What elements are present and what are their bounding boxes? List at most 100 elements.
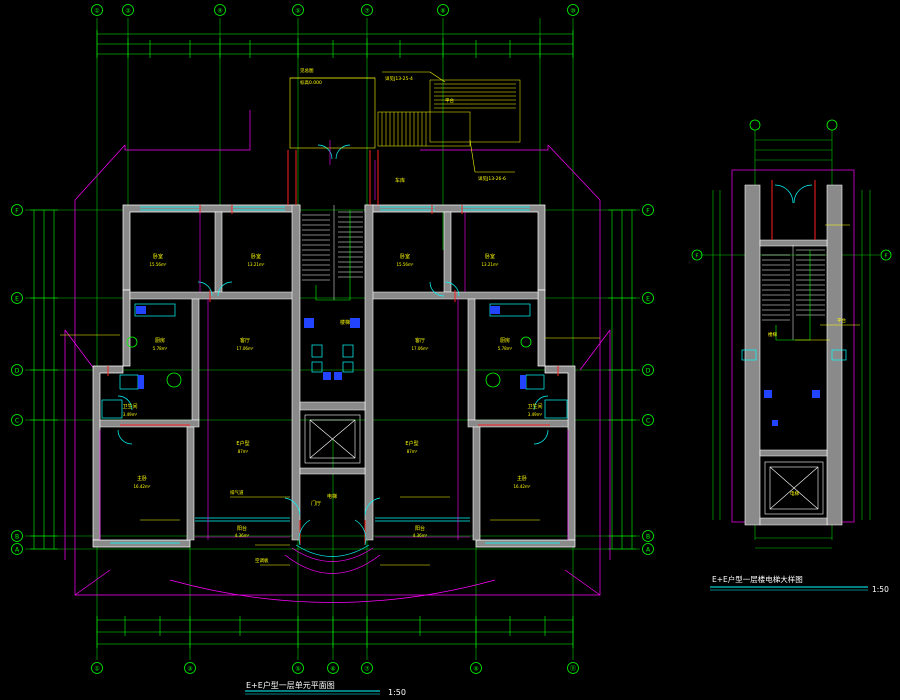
roof-outline — [64, 110, 611, 596]
detail-scale: 1:50 — [872, 585, 889, 594]
detail-side-bubbles — [691, 249, 892, 261]
room-right-bath-name: 卫生间 — [527, 403, 542, 410]
room-right-bath-area: 3.49m² — [528, 412, 543, 417]
left-axis-f: F — [15, 208, 19, 215]
detail-red-lines — [771, 180, 816, 240]
detail-note-elevator: 电梯 — [790, 490, 799, 497]
core-stair-label: 楼梯 — [340, 319, 350, 326]
bottom-axis-2: ③ — [187, 666, 192, 673]
detail-note-stair: 楼梯 — [768, 331, 777, 338]
right-axis-d: D — [646, 368, 651, 375]
core-room-label: 车库 — [395, 177, 405, 184]
blue-fixtures — [136, 306, 526, 389]
left-axis-a: A — [15, 547, 20, 554]
bottom-axis-7: ⑪ — [570, 665, 576, 673]
detail-walls — [744, 184, 843, 526]
room-left-living-name: 客厅 — [240, 337, 250, 344]
right-axis-bubbles — [642, 204, 654, 555]
detail-notes: 平台 电梯 楼梯 — [768, 317, 846, 497]
right-axis-e: E — [646, 296, 650, 303]
detail-stair-treads — [762, 245, 825, 340]
red-partitions — [107, 150, 559, 545]
magenta-lines — [99, 140, 569, 540]
entrance-cyan — [295, 544, 370, 557]
room-right-bedroom2-name: 卧室 — [485, 253, 495, 260]
fixtures — [101, 303, 568, 419]
detail-door-swings — [741, 184, 847, 361]
top-axis-4: ⑤ — [295, 8, 300, 15]
main-stair-treads — [302, 205, 363, 300]
detail-axis-left: F — [695, 254, 698, 260]
detail-title: E+E户型一层楼电梯大样图 — [712, 574, 803, 584]
left-axis-labels: F E D C B A — [15, 208, 20, 554]
stair-elevator-detail-plan: F F — [691, 119, 892, 594]
right-axis-f: F — [646, 208, 650, 215]
room-left-bath-area: 3.49m² — [123, 412, 138, 417]
top-axis-5: ⑦ — [364, 8, 370, 15]
main-floor-plan: ① ② ④ ⑤ ⑦ ⑧ ⑩ ① ③ ⑤ ⑥ ⑦ ⑨ ⑪ F — [11, 4, 654, 697]
left-axis-d: D — [15, 368, 20, 375]
bottom-axis-6: ⑨ — [473, 666, 478, 673]
room-right-bedroom1-name: 卧室 — [400, 253, 410, 260]
note-detail-b: 详见J13-26-6 — [478, 175, 506, 182]
room-labels-right: 卧室 15.56m² 卧室 13.21m² 厨房 5.78m² 客厅 17.06… — [397, 253, 543, 538]
top-axis-1: ① — [94, 8, 99, 15]
left-axis-e: E — [15, 296, 19, 303]
detail-elevator — [764, 461, 824, 515]
right-axis-a: A — [646, 547, 651, 554]
left-axis-b: B — [15, 534, 19, 541]
room-left-balcony-name: 阳台 — [237, 525, 247, 532]
detail-stair-arrow — [775, 250, 811, 341]
top-dimension-ticks — [96, 30, 574, 58]
room-right-master-name: 主卧 — [517, 475, 527, 482]
room-left-balcony-area: 4.36m² — [235, 533, 250, 538]
right-axis-labels: F E D C B A — [646, 208, 651, 554]
room-labels-left: 卧室 15.56m² 卧室 13.21m² 厨房 5.78m² 客厅 17.06… — [122, 253, 264, 538]
room-right-living-area: 17.06m² — [412, 346, 429, 351]
core-elevator-label: 电梯 — [327, 493, 337, 500]
right-dimension-lines — [608, 209, 636, 550]
top-axis-3: ④ — [217, 8, 222, 15]
note-detail-a: 详见J13-25-4 — [385, 75, 413, 82]
elevator-shaft — [304, 414, 361, 464]
bottom-axis-bubbles — [91, 662, 579, 674]
note-exhaust: 排气道 — [230, 489, 244, 496]
core-labels: 楼梯 电梯 门厅 车库 — [311, 177, 405, 507]
detail-title-block: E+E户型一层楼电梯大样图 1:50 — [710, 574, 889, 594]
room-right-kitchen-area: 5.78m² — [498, 346, 513, 351]
room-left-unit-area: 87m² — [238, 449, 249, 454]
main-scale: 1:50 — [388, 688, 406, 697]
top-axis-labels: ① ② ④ ⑤ ⑦ ⑧ ⑩ — [94, 8, 575, 15]
room-left-unit-name: E户型 — [236, 440, 249, 447]
note-see-site-plan: 见总图 — [300, 67, 314, 74]
room-left-bedroom2-area: 13.21m² — [248, 262, 265, 267]
room-right-bedroom2-area: 13.21m² — [482, 262, 499, 267]
detail-blue-fixtures — [764, 390, 820, 426]
room-right-balcony-name: 阳台 — [415, 525, 425, 532]
left-axis-c: C — [15, 418, 19, 425]
exterior-walls — [92, 204, 576, 548]
room-right-unit-name: E户型 — [405, 440, 418, 447]
bottom-axis-labels: ① ③ ⑤ ⑥ ⑦ ⑨ ⑪ — [94, 665, 576, 673]
stair-arrow — [315, 210, 351, 301]
detail-leaders — [795, 224, 860, 341]
room-right-unit-area: 87m² — [407, 449, 418, 454]
right-axis-b: B — [646, 534, 650, 541]
core-hall-label: 门厅 — [311, 500, 321, 507]
room-left-master-name: 主卧 — [137, 475, 147, 482]
detail-note-platform: 平台 — [837, 317, 846, 324]
door-swings — [117, 144, 549, 546]
room-right-bedroom1-area: 15.56m² — [397, 262, 414, 267]
main-title-block: E+E户型一层单元平面图 1:50 — [245, 680, 406, 697]
top-axis-bubbles — [91, 4, 579, 16]
bottom-axis-3: ⑤ — [295, 666, 300, 673]
note-ac-board: 空调板 — [255, 557, 269, 564]
room-right-balcony-area: 4.36m² — [413, 533, 428, 538]
bottom-axis-5: ⑦ — [364, 666, 370, 673]
room-right-kitchen-name: 厨房 — [500, 337, 510, 344]
left-dimension-lines — [30, 209, 58, 550]
room-left-living-area: 17.06m² — [237, 346, 254, 351]
detail-axis-labels: F F — [695, 254, 887, 260]
top-axis-6: ⑧ — [440, 8, 445, 15]
note-elevation: 标高0.000 — [300, 79, 322, 86]
